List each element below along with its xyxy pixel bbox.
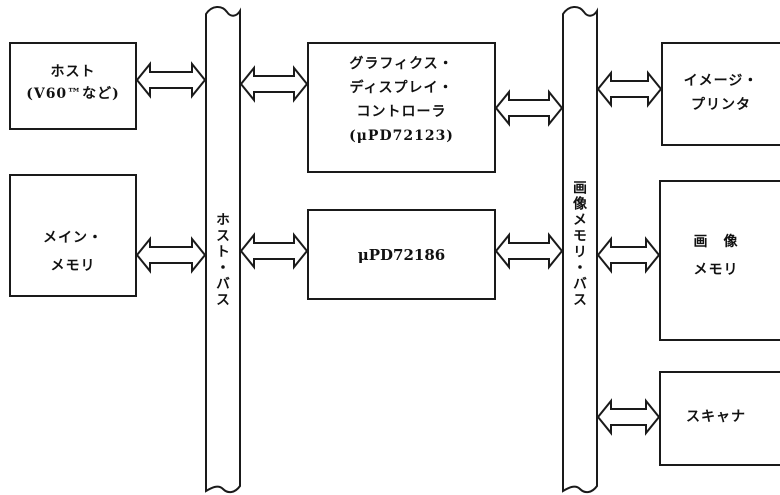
- host-label: ホスト (V60™など): [26, 64, 120, 102]
- host-box: [9, 42, 137, 130]
- host-bus-shape: [205, 6, 241, 494]
- image-printer-label: イメージ・ プリンタ: [683, 73, 759, 113]
- upd72186-to-image-bus-arrow: [494, 232, 564, 270]
- main-memory-to-bus-arrow: [135, 236, 207, 274]
- image-memory-bus-shape: [562, 6, 598, 494]
- main-memory-label: メイン・ メモリ: [43, 230, 103, 274]
- upd72186-label: μPD72186: [357, 246, 446, 264]
- image-memory-bus-label: 画像メモリ・バス: [571, 180, 587, 308]
- scanner-box: [659, 371, 780, 466]
- image-printer-box: [661, 42, 780, 146]
- image-bus-to-scanner-arrow: [596, 398, 661, 436]
- host-to-bus-arrow: [135, 61, 207, 99]
- main-memory-box: [9, 174, 137, 297]
- scanner-label: スキャナ: [686, 409, 746, 425]
- image-bus-to-image-memory-arrow: [596, 236, 661, 274]
- gdc-box: [307, 42, 496, 173]
- bus-to-upd72186-arrow: [239, 232, 309, 270]
- bus-to-gdc-arrow: [239, 65, 309, 103]
- upd72186-box: [307, 209, 496, 300]
- image-memory-label: 画 像 メモリ: [693, 234, 739, 278]
- image-memory-box: [659, 180, 780, 341]
- gdc-label: グラフィクス・ ディスプレイ・ コントローラ (μPD72123): [349, 56, 454, 145]
- image-bus-to-printer-arrow: [596, 70, 663, 108]
- gdc-to-image-bus-arrow: [494, 89, 564, 127]
- host-bus-label: ホスト・バス: [214, 212, 230, 308]
